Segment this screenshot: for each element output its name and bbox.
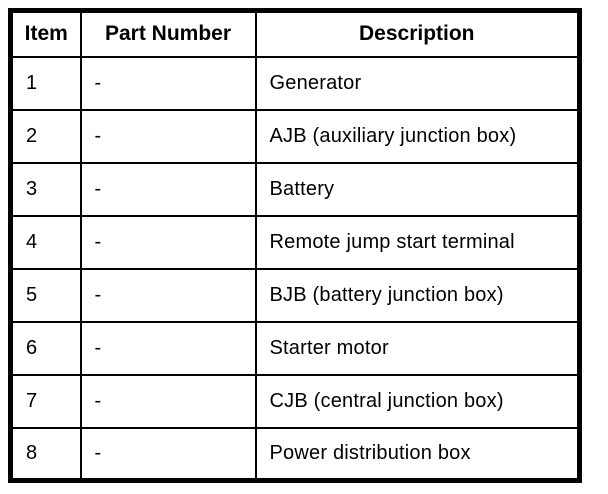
cell-description: Battery: [254, 161, 581, 217]
cell-part-number: -: [79, 373, 257, 429]
header-row: Item Part Number Description: [9, 9, 581, 58]
cell-item: 6: [9, 320, 82, 376]
table-row: 6 - Starter motor: [9, 320, 581, 376]
cell-item: 3: [9, 161, 82, 217]
col-header-item: Item: [9, 9, 82, 58]
table-row: 7 - CJB (central junction box): [9, 373, 581, 429]
cell-part-number: -: [79, 161, 257, 217]
table-row: 2 - AJB (auxiliary junction box): [9, 108, 581, 164]
cell-item: 4: [9, 214, 82, 270]
cell-item: 1: [9, 55, 82, 111]
table-row: 1 - Generator: [9, 55, 581, 111]
cell-part-number: -: [79, 426, 257, 482]
cell-part-number: -: [79, 320, 257, 376]
cell-item: 2: [9, 108, 82, 164]
cell-item: 5: [9, 267, 82, 323]
cell-description: Remote jump start terminal: [254, 214, 581, 270]
cell-description: Power distribution box: [254, 426, 581, 482]
cell-part-number: -: [79, 214, 257, 270]
col-header-part-number: Part Number: [79, 9, 257, 58]
cell-description: Starter motor: [254, 320, 581, 376]
cell-part-number: -: [79, 267, 257, 323]
cell-description: CJB (central junction box): [254, 373, 581, 429]
table-row: 5 - BJB (battery junction box): [9, 267, 581, 323]
cell-part-number: -: [79, 108, 257, 164]
col-header-description: Description: [254, 9, 581, 58]
table-row: 4 - Remote jump start terminal: [9, 214, 581, 270]
cell-description: Generator: [254, 55, 581, 111]
table-row: 3 - Battery: [9, 161, 581, 217]
cell-item: 7: [9, 373, 82, 429]
parts-table: Item Part Number Description 1 - Generat…: [8, 8, 582, 483]
table-row: 8 - Power distribution box: [9, 426, 581, 482]
cell-description: BJB (battery junction box): [254, 267, 581, 323]
cell-part-number: -: [79, 55, 257, 111]
cell-description: AJB (auxiliary junction box): [254, 108, 581, 164]
cell-item: 8: [9, 426, 82, 482]
